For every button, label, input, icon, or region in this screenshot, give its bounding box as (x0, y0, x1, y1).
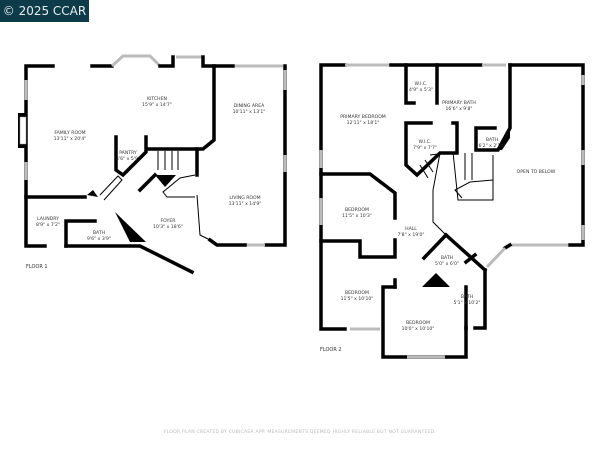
floor-1-label: FLOOR 1 (26, 264, 48, 270)
floor-2-label: FLOOR 2 (320, 347, 342, 353)
disclaimer-footer: FLOOR PLAN CREATED BY CUBICASA APP. MEAS… (163, 430, 437, 435)
floor-2-walls (319, 63, 585, 359)
room-wic: W.I.C.4'9" x 5'3" (408, 82, 434, 93)
open-to-below: OPEN TO BELOW (516, 170, 556, 175)
copyright-watermark: © 2025 CCAR (0, 0, 89, 22)
room-wic-2: W.I.C.7'9" x 7'7" (412, 140, 438, 151)
floor-1-walls (18, 54, 287, 275)
